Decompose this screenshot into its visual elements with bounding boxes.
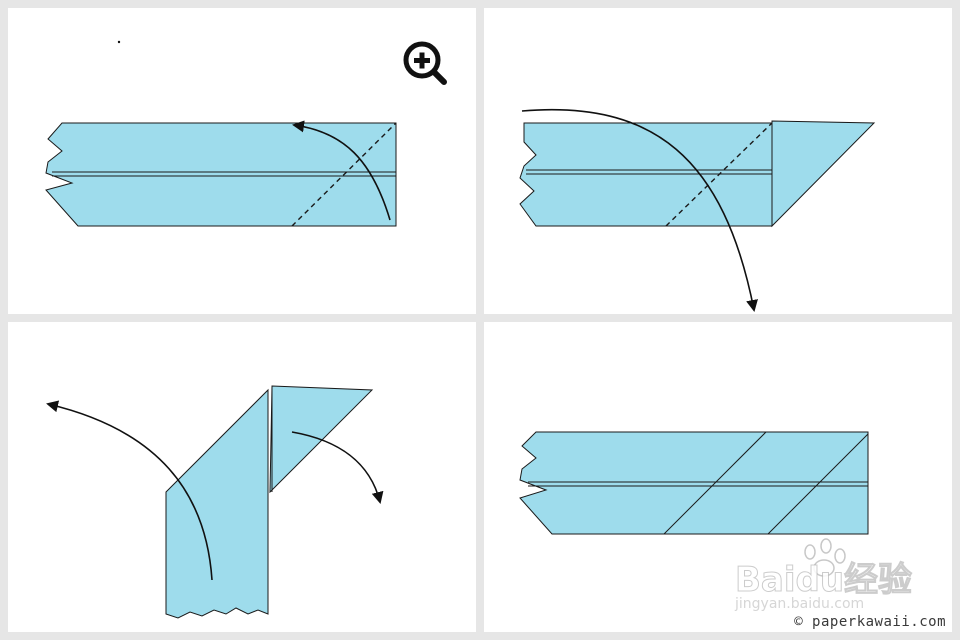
step-3-illustration [46,385,384,619]
fold-arrow [292,120,391,221]
vertical-strip [165,388,269,619]
diagonal-crease-2 [767,433,869,535]
stray-dot [117,40,121,44]
step-panel-2 [484,8,952,314]
step-1-illustration [45,40,447,227]
copyright-text: © paperkawaii.com [794,614,946,630]
step-panel-3 [8,322,476,632]
watermark-sub-text: jingyan.baidu.com [735,596,865,612]
zoom-in-magnifier-icon[interactable] [403,41,447,85]
paper-strip [45,122,397,227]
watermark-logo-text: Baidu经验 [734,560,913,601]
fold-arrow-right [291,431,384,504]
baidu-paw-icon [804,538,846,577]
step-4-illustration [519,431,869,535]
paper-strip [519,431,869,535]
fold-arrow-left [46,400,213,581]
step-panel-1 [8,8,476,314]
step-panel-4 [484,322,952,632]
diagonal-crease-1 [663,431,767,535]
valley-fold-dashed-line [665,122,773,227]
fold-arrow [521,108,758,312]
valley-fold-dashed-line [291,122,397,227]
step-2-illustration [519,108,876,312]
